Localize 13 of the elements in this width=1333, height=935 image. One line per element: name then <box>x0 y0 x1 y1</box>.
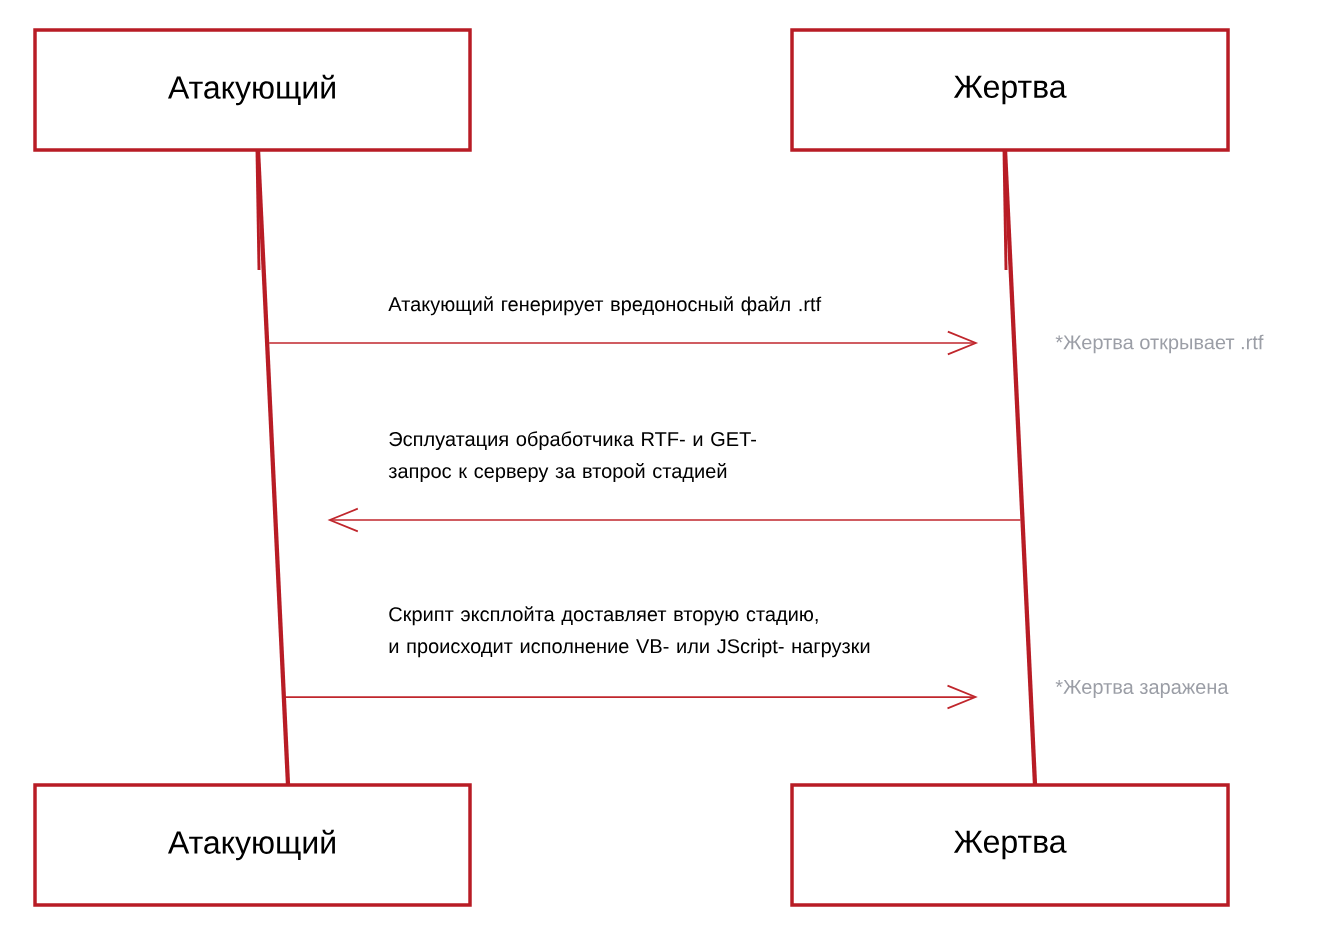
message-arrow <box>268 330 979 356</box>
edge-label: Эсплуатация обработчика RTF- и GET- запрос к серверу за второй стадией <box>388 431 756 483</box>
edge-label: Атакующий генерирует вредоносный файл .rtf <box>388 296 822 316</box>
message-arrow <box>327 507 1022 533</box>
note-text: *Жертва заражена <box>1055 680 1229 698</box>
edge-label: Скрипт эксплойта доставляет вторую стадию, и происходит исполнение VB- или JScript- нагрузки <box>389 606 870 658</box>
actor-box: Атакующий <box>33 783 472 907</box>
lifeline <box>255 149 291 786</box>
actor-box: Жертва <box>790 28 1230 152</box>
actor-box: Атакующий <box>33 28 472 152</box>
lifeline <box>1002 149 1038 786</box>
actor-box: Жертва <box>790 783 1230 907</box>
message-arrow <box>284 684 978 710</box>
